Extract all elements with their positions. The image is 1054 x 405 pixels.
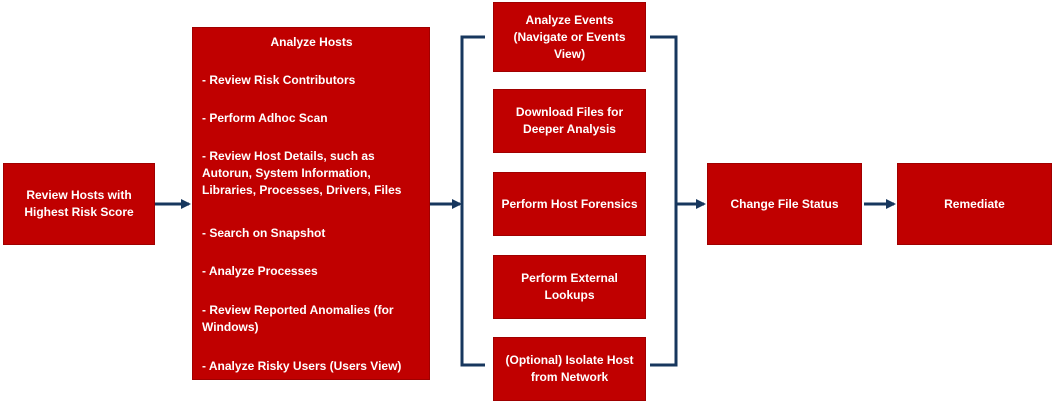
right-bracket xyxy=(650,35,678,367)
step-label: Perform Host Forensics xyxy=(501,196,638,211)
analyze-hosts-item: - Review Host Details, such as Autorun, … xyxy=(202,149,402,197)
analyze-hosts-item: - Review Risk Contributors xyxy=(202,73,356,87)
step-label: Download Files for Deeper Analysis xyxy=(515,105,624,136)
analyze-hosts-title: Analyze Hosts xyxy=(270,35,353,49)
analyze-hosts-item: - Search on Snapshot xyxy=(202,226,326,240)
host-forensics-box: Perform Host Forensics xyxy=(493,172,646,236)
left-bracket xyxy=(460,35,485,367)
analyze-hosts-item: - Analyze Processes xyxy=(202,264,318,278)
isolate-host-box: (Optional) Isolate Host from Network xyxy=(493,337,646,401)
analyze-hosts-item: - Perform Adhoc Scan xyxy=(202,111,328,125)
step-label: Analyze Events (Navigate or Events View) xyxy=(513,12,626,61)
analyze-hosts-box: Analyze Hosts - Review Risk Contributors… xyxy=(192,27,430,380)
external-lookups-box: Perform External Lookups xyxy=(493,255,646,319)
remediate-label: Remediate xyxy=(944,196,1005,211)
download-files-box: Download Files for Deeper Analysis xyxy=(493,89,646,153)
review-hosts-label: Review Hosts with Highest Risk Score xyxy=(24,188,134,219)
step-label: (Optional) Isolate Host from Network xyxy=(505,353,634,384)
change-file-status-box: Change File Status xyxy=(707,163,862,245)
analyze-events-box: Analyze Events (Navigate or Events View) xyxy=(493,2,646,72)
remediate-box: Remediate xyxy=(897,163,1052,245)
analyze-hosts-item: - Analyze Risky Users (Users View) xyxy=(202,359,402,373)
analyze-hosts-item: - Review Reported Anomalies (for Windows… xyxy=(202,303,394,334)
review-hosts-box: Review Hosts with Highest Risk Score xyxy=(3,163,155,245)
step-label: Perform External Lookups xyxy=(521,271,618,302)
change-file-status-label: Change File Status xyxy=(730,196,839,211)
